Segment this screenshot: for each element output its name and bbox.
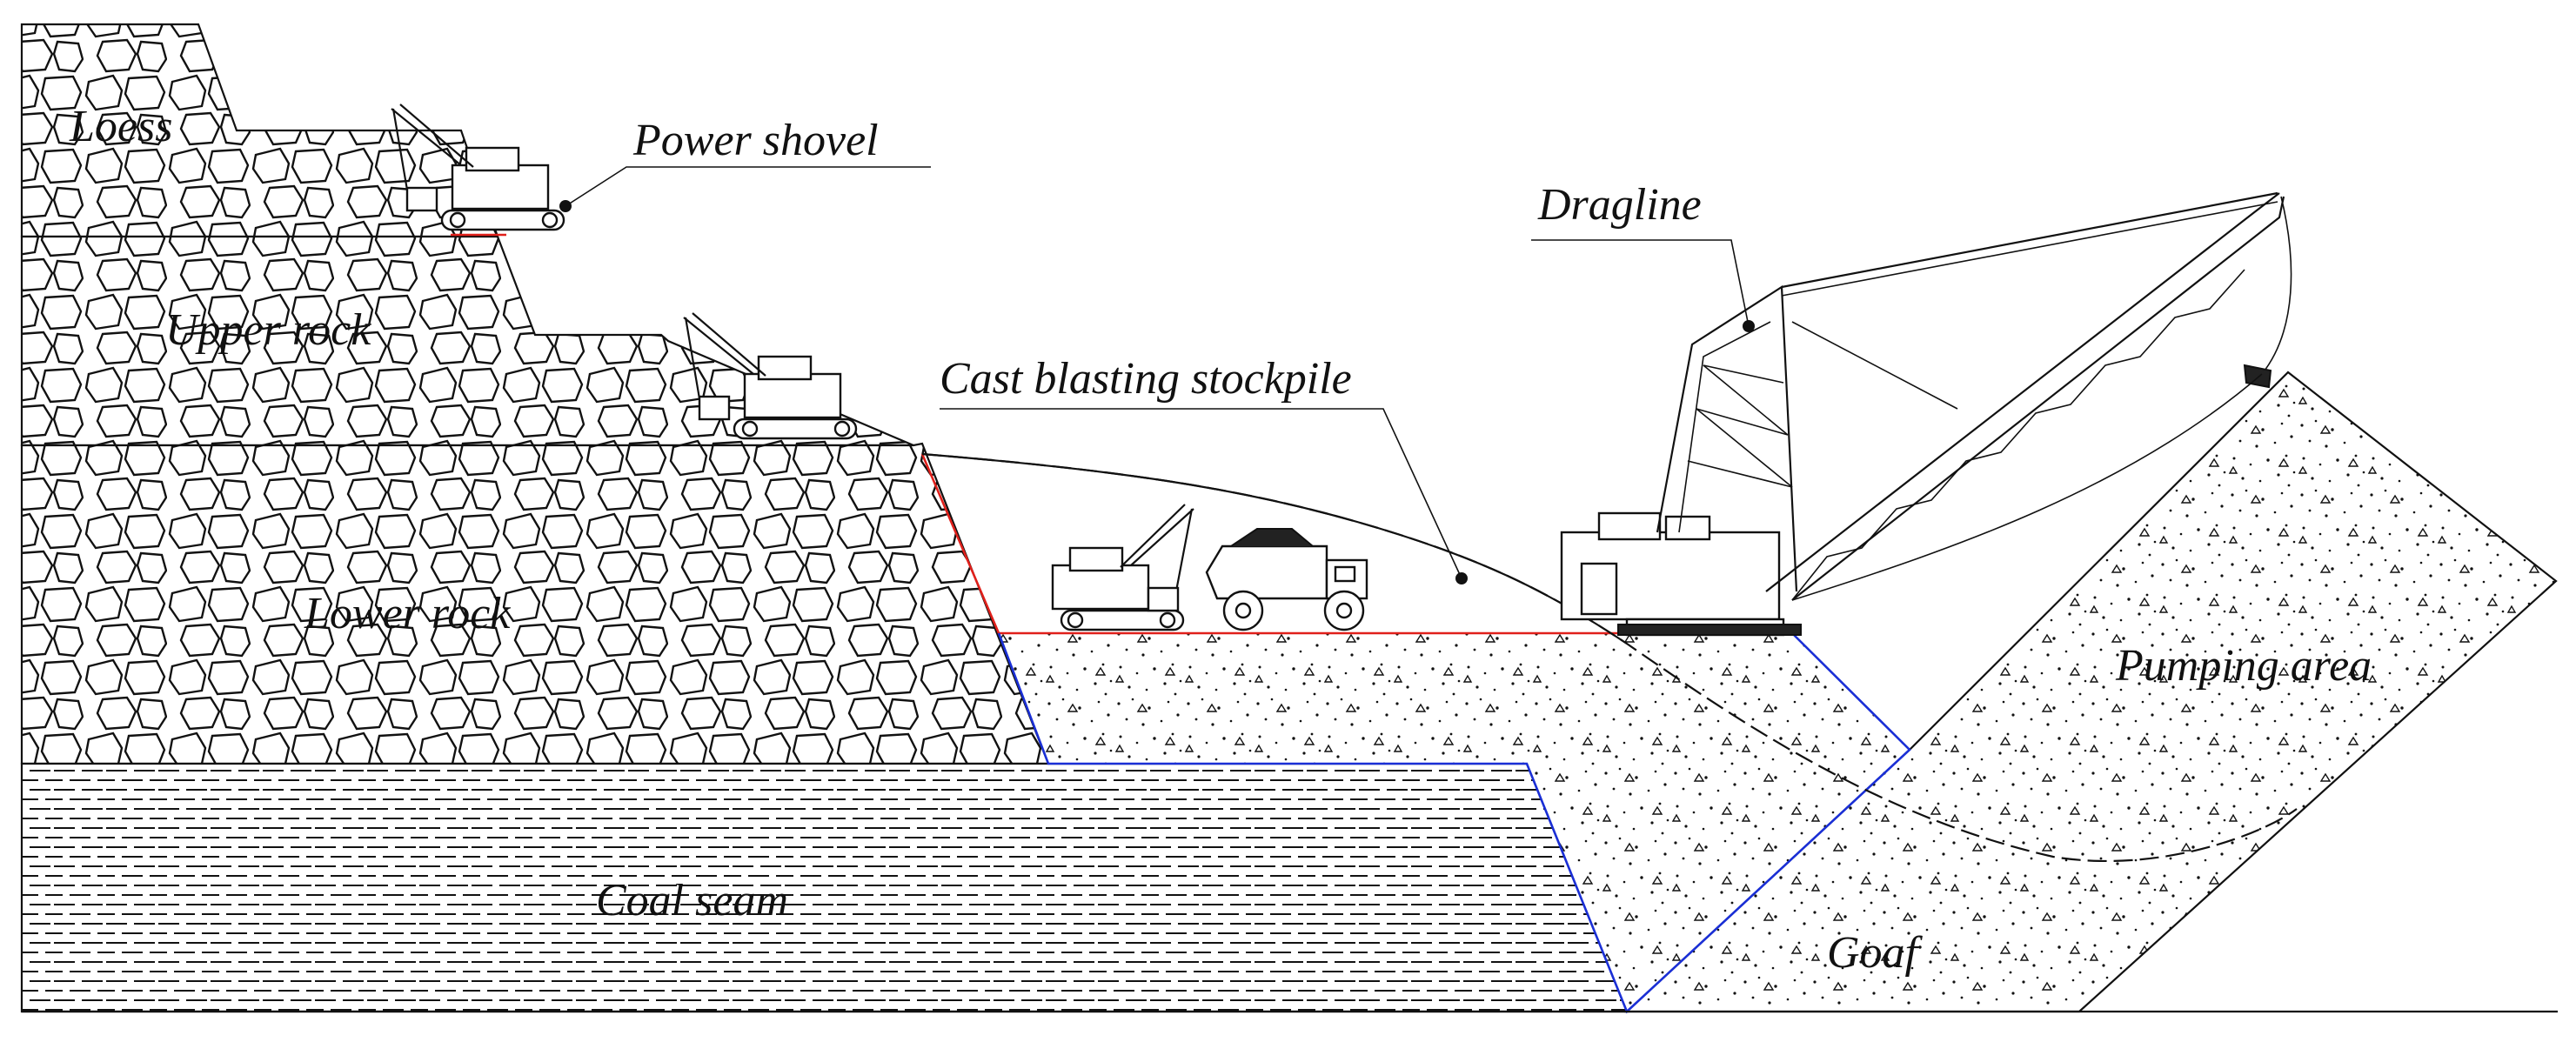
dragline-machine xyxy=(1560,191,2292,637)
power-shovel-machine-pit xyxy=(1051,504,1194,631)
power-shovel-machine-middle xyxy=(683,312,858,440)
rock-strata xyxy=(20,23,1050,765)
label-dragline: Dragline xyxy=(1537,180,1702,230)
label-goaf: Goaf xyxy=(1827,928,1924,978)
lower-rock-layer xyxy=(20,442,1050,765)
label-upper-rock: Upper rock xyxy=(165,305,371,355)
coal-seam-layer xyxy=(20,762,1629,1013)
label-lower-rock: Lower rock xyxy=(304,589,511,638)
label-power-shovel: Power shovel xyxy=(632,116,879,165)
label-loess: Loess xyxy=(69,102,172,151)
power-shovel-machine-top xyxy=(391,104,565,231)
label-pumping-area: Pumping area xyxy=(2115,641,2372,691)
label-cast-blasting-stockpile: Cast blasting stockpile xyxy=(940,354,1352,404)
dump-truck xyxy=(1205,528,1368,631)
label-coal-seam: Coal seam xyxy=(596,876,788,925)
leader-lines xyxy=(559,166,1755,584)
stockpile-solid-profile xyxy=(921,452,1628,645)
blue-boundary xyxy=(997,632,1911,1014)
